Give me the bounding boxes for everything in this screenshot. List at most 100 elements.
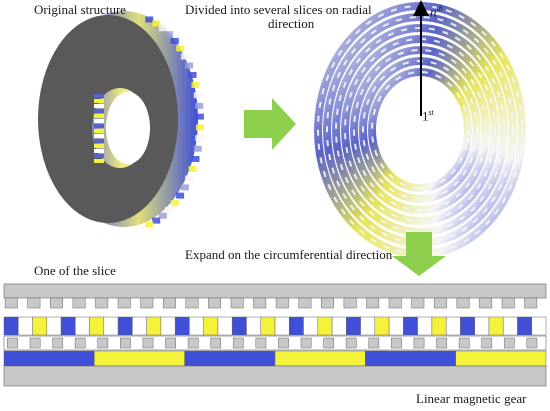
steel-tooth [275,297,289,309]
bore-magnet-segment [94,129,104,133]
white-magnet-pole [303,316,319,336]
rim-magnet-segment [180,53,189,60]
modulator-piece [323,337,335,349]
rim-magnet-segment [195,135,204,142]
blue-magnet-pole [289,316,304,336]
rim-magnet-segment [193,145,202,152]
blue-magnet-pole [117,316,133,336]
steel-tooth [321,297,334,309]
rim-magnet-segment [193,92,202,99]
first-slice-label-sup: st [428,108,434,117]
ring-slice-segments [326,16,514,244]
rim-magnet-segment [170,37,179,44]
modulator-piece [187,337,199,349]
modulator-piece [368,337,380,349]
bore-magnet-segment [94,144,104,148]
expand-direction-label: Expand on the circumferential direction [185,247,393,262]
blue-magnet-pole [231,316,247,336]
green-down-arrow [392,232,446,276]
bore-magnet-segment [94,124,104,128]
outer-steel-top [3,283,547,299]
white-magnet-pole [160,316,176,336]
bore-magnet-segment [94,94,104,98]
steel-tooth [230,297,244,309]
yellow-magnet-pole [260,316,276,336]
rim-magnet-segment [191,82,200,88]
modulator-piece [232,337,244,349]
rim-magnet-segment [176,45,185,52]
green-right-arrow [244,98,296,150]
steel-tooth [343,297,357,309]
steel-tooth [411,297,425,309]
original-structure-label: Original structure [34,2,127,17]
original-ring-bore-stripes [94,94,104,163]
white-magnet-pole [445,316,461,336]
rim-magnet-segment [170,200,179,207]
blue-magnet-pole [3,316,19,336]
bore-magnet-segment [94,109,104,113]
rim-magnet-segment [188,72,197,78]
rim-magnet-segment [158,25,167,32]
steel-tooth [253,297,267,309]
modulator-piece [345,337,357,349]
white-magnet-pole [189,316,204,336]
bore-magnet-segment [94,139,104,143]
outer-pole-row [3,350,547,367]
blue-magnet-pole [460,316,475,336]
steel-tooth [208,297,222,309]
white-magnet-pole [18,316,33,336]
bore-magnet-segment [94,149,104,153]
ring-slice-segments [371,71,469,189]
ring-slice-segments [353,49,487,211]
white-magnet-pole [132,316,147,336]
one-slice-label: One of the slice [34,263,116,278]
yellow-magnet-pole [317,316,333,336]
yellow-outer-pole [274,350,366,367]
rim-magnet-segment [158,212,167,219]
outer-steel-bottom [3,365,547,387]
modulator-piece [120,337,131,349]
white-magnet-pole [103,316,119,336]
yellow-outer-pole [455,350,547,367]
modulator-piece [481,337,493,349]
white-magnet-pole [474,316,490,336]
rim-magnet-segment [195,124,204,131]
steel-tooth [456,297,470,309]
rim-magnet-segment [185,175,194,182]
steel-tooth [27,297,41,309]
steel-tooth [366,297,380,309]
blue-magnet-pole [403,316,418,336]
first-slice-label: 1st [422,108,434,124]
white-magnet-pole [388,316,404,336]
modulator-piece [52,337,64,349]
steel-tooth [140,297,154,309]
rim-magnet-segment [185,62,194,69]
rim-magnet-segment [145,16,154,23]
white-magnet-pole [331,316,347,336]
modulator-piece [210,337,222,349]
white-magnet-pole [75,316,90,336]
white-magnet-pole [274,316,290,336]
white-magnet-pole [217,316,233,336]
modulator-piece [526,337,538,349]
modulator-piece [391,337,402,349]
linear-magnetic-gear [3,283,547,387]
steel-tooth [72,297,86,309]
inner-pole-row [3,316,547,336]
blue-outer-pole [3,350,95,367]
yellow-magnet-pole [431,316,447,336]
white-magnet-pole [417,316,433,336]
blue-magnet-pole [174,316,190,336]
blue-outer-pole [365,350,456,367]
rim-magnet-segment [180,184,189,191]
rim-magnet-segment [195,113,204,120]
yellow-magnet-pole [488,316,504,336]
steel-tooth [479,297,493,309]
rim-magnet-segment [176,192,185,199]
modulator-piece [255,337,267,349]
steel-tooth [433,297,447,309]
rim-magnet-segment [145,221,154,228]
steel-tooth [162,297,176,309]
modulator-piece [436,337,447,349]
